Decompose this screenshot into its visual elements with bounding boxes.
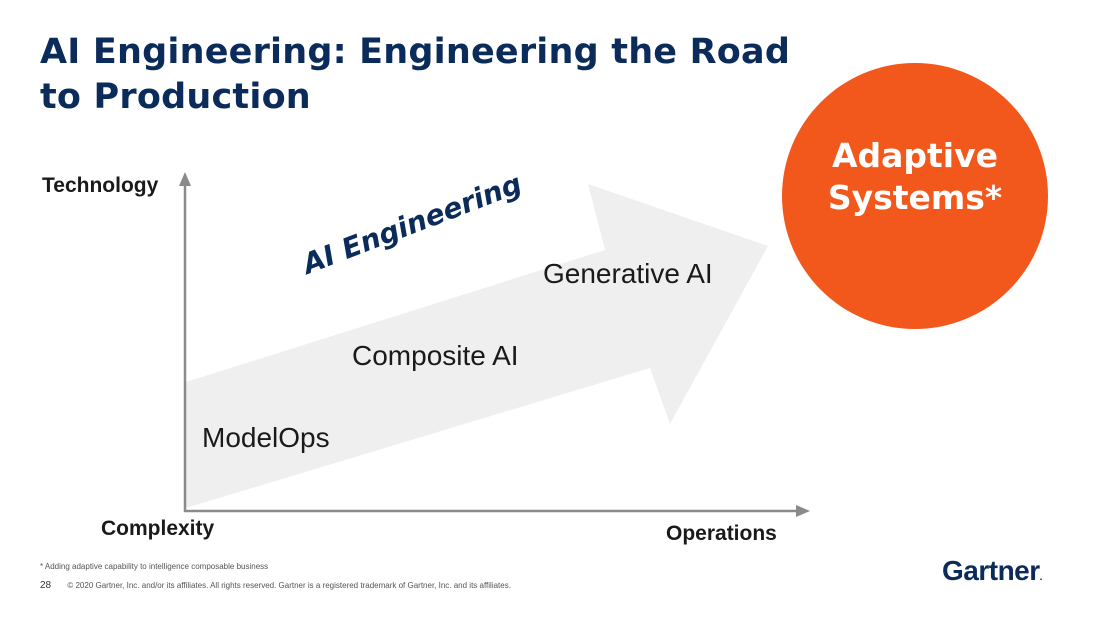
adaptive-systems-label: Adaptive Systems* [828,135,1002,219]
copyright: © 2020 Gartner, Inc. and/or its affiliat… [67,581,511,590]
stage-composite-ai: Composite AI [352,340,519,371]
goal-line-1: Adaptive [831,136,999,175]
x-axis-arrowhead [796,505,810,517]
x-axis-label: Operations [666,522,777,545]
footer: 28 © 2020 Gartner, Inc. and/or its affil… [40,580,511,591]
origin-label: Complexity [101,517,215,540]
ai-engineering-arrow [186,184,768,508]
stage-modelops: ModelOps [202,422,330,453]
adaptive-systems-circle: Adaptive Systems* [782,63,1048,329]
stage-generative-ai: Generative AI [543,258,713,289]
y-axis-label: Technology [42,174,159,197]
goal-line-2: Systems* [827,178,1003,217]
slide-title: AI Engineering: Engineering the Road to … [40,32,791,117]
y-axis-arrowhead [179,172,191,186]
footnote: * Adding adaptive capability to intellig… [40,562,269,571]
logo-text: Gartner [942,555,1040,586]
gartner-logo: Gartner. [942,555,1043,586]
page-number: 28 [40,580,52,591]
